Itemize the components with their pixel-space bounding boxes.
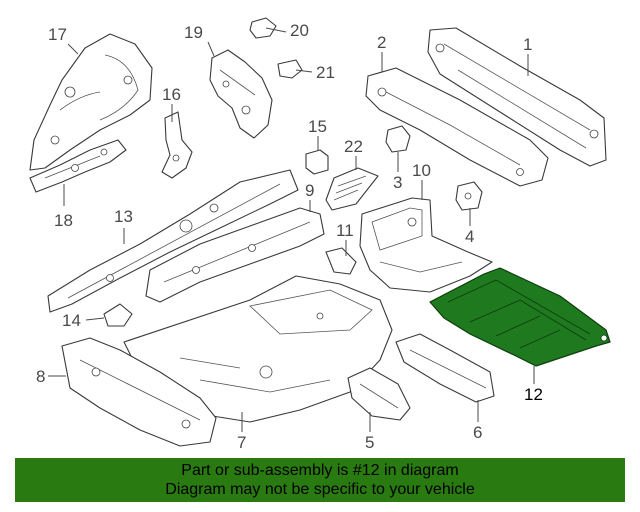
part-6-rail-extension bbox=[395, 333, 495, 403]
part-5-bracket bbox=[347, 367, 411, 421]
part-4-mount bbox=[455, 181, 483, 211]
callout-22: 22 bbox=[344, 137, 363, 156]
callout-12: 12 bbox=[524, 385, 543, 404]
callout-18: 18 bbox=[54, 211, 73, 230]
part-19-quarter-inner bbox=[209, 49, 273, 139]
callout-20: 20 bbox=[290, 21, 309, 40]
callout-13: 13 bbox=[114, 207, 133, 226]
part-3-bracket bbox=[385, 125, 411, 153]
part-14-clip bbox=[103, 303, 133, 327]
callout-3: 3 bbox=[393, 173, 402, 192]
callout-21: 21 bbox=[316, 63, 335, 82]
callout-19: 19 bbox=[184, 23, 203, 42]
callout-9: 9 bbox=[305, 181, 314, 200]
part-16-bracket bbox=[161, 111, 193, 179]
part-8-rear-panel bbox=[61, 337, 217, 447]
notice-line-disclaimer: Diagram may not be specific to your vehi… bbox=[165, 481, 475, 498]
callout-11: 11 bbox=[336, 221, 354, 240]
leader-lines bbox=[48, 27, 535, 432]
callout-5: 5 bbox=[365, 433, 374, 452]
callout-16: 16 bbox=[162, 85, 181, 104]
part-9-crossmember bbox=[145, 207, 325, 303]
part-12-highlighted-floor-panel bbox=[429, 267, 611, 367]
callout-7: 7 bbox=[237, 433, 246, 452]
exploded-parts-diagram: 1 2 3 4 5 6 7 8 9 10 11 12 13 14 15 16 1… bbox=[29, 17, 611, 452]
part-21-bracket bbox=[277, 59, 303, 79]
callout-labels: 1 2 3 4 5 6 7 8 9 10 11 12 13 14 15 16 1… bbox=[36, 21, 543, 452]
callout-14: 14 bbox=[62, 311, 81, 330]
callout-2: 2 bbox=[377, 33, 386, 52]
callout-8: 8 bbox=[36, 367, 45, 386]
callout-1: 1 bbox=[523, 35, 532, 54]
part-11-bracket bbox=[325, 247, 357, 275]
diagram-notice-banner: Part or sub-assembly is #12 in diagram D… bbox=[15, 458, 625, 502]
part-20-clip bbox=[249, 17, 277, 39]
part-17-wheelhouse bbox=[29, 33, 153, 171]
callout-15: 15 bbox=[308, 117, 327, 136]
part-10-floor-pan bbox=[359, 197, 493, 293]
callout-17: 17 bbox=[48, 25, 67, 44]
part-18-extension bbox=[29, 139, 127, 193]
part-15-stop bbox=[305, 149, 329, 175]
part-1-crossmember bbox=[427, 27, 607, 167]
callout-4: 4 bbox=[465, 227, 474, 246]
callout-6: 6 bbox=[473, 423, 482, 442]
part-13-side-member bbox=[47, 169, 299, 313]
part-22-vent bbox=[325, 167, 379, 211]
notice-line-part: Part or sub-assembly is #12 in diagram bbox=[181, 462, 459, 479]
callout-10: 10 bbox=[412, 161, 431, 180]
part-2-rear-rail bbox=[365, 67, 549, 187]
